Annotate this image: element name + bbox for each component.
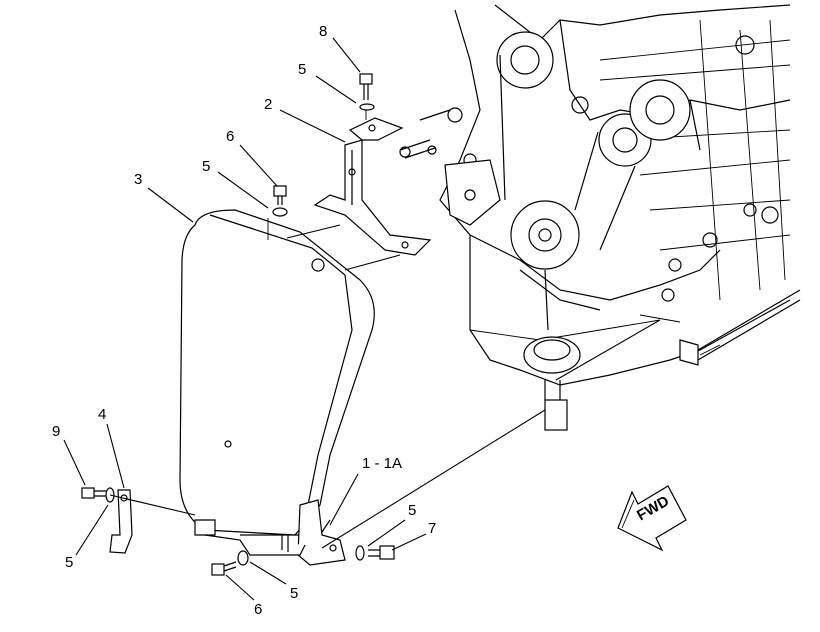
bracket-2	[313, 117, 432, 256]
callout-7: 7	[428, 520, 437, 537]
callout-9: 9	[52, 423, 61, 440]
callout-4: 4	[98, 406, 107, 423]
bolt-6-top	[267, 185, 288, 240]
callout-6-top: 6	[226, 128, 235, 145]
fwd-arrow-icon	[617, 485, 687, 552]
callout-2: 2	[264, 96, 273, 113]
callout-6-bottom: 6	[254, 601, 263, 618]
bolt-6-bottom	[211, 550, 249, 576]
bolt-9	[81, 487, 115, 503]
washer-5-right	[355, 545, 365, 561]
callout-5-left: 5	[65, 554, 74, 571]
callout-8: 8	[319, 23, 328, 40]
callout-5-top: 5	[298, 61, 307, 78]
leader-lines	[63, 37, 681, 601]
bolt-7	[368, 545, 395, 560]
callout-5-bottom: 5	[290, 585, 299, 602]
callout-5-mid: 5	[202, 158, 211, 175]
callout-5-right: 5	[408, 502, 417, 519]
callout-3: 3	[134, 171, 143, 188]
bolt-8	[359, 73, 375, 120]
guard-3	[179, 209, 375, 536]
callout-1-1a: 1 - 1A	[362, 455, 403, 472]
engine-block	[399, 4, 801, 431]
bracket-1-1a	[204, 499, 346, 566]
